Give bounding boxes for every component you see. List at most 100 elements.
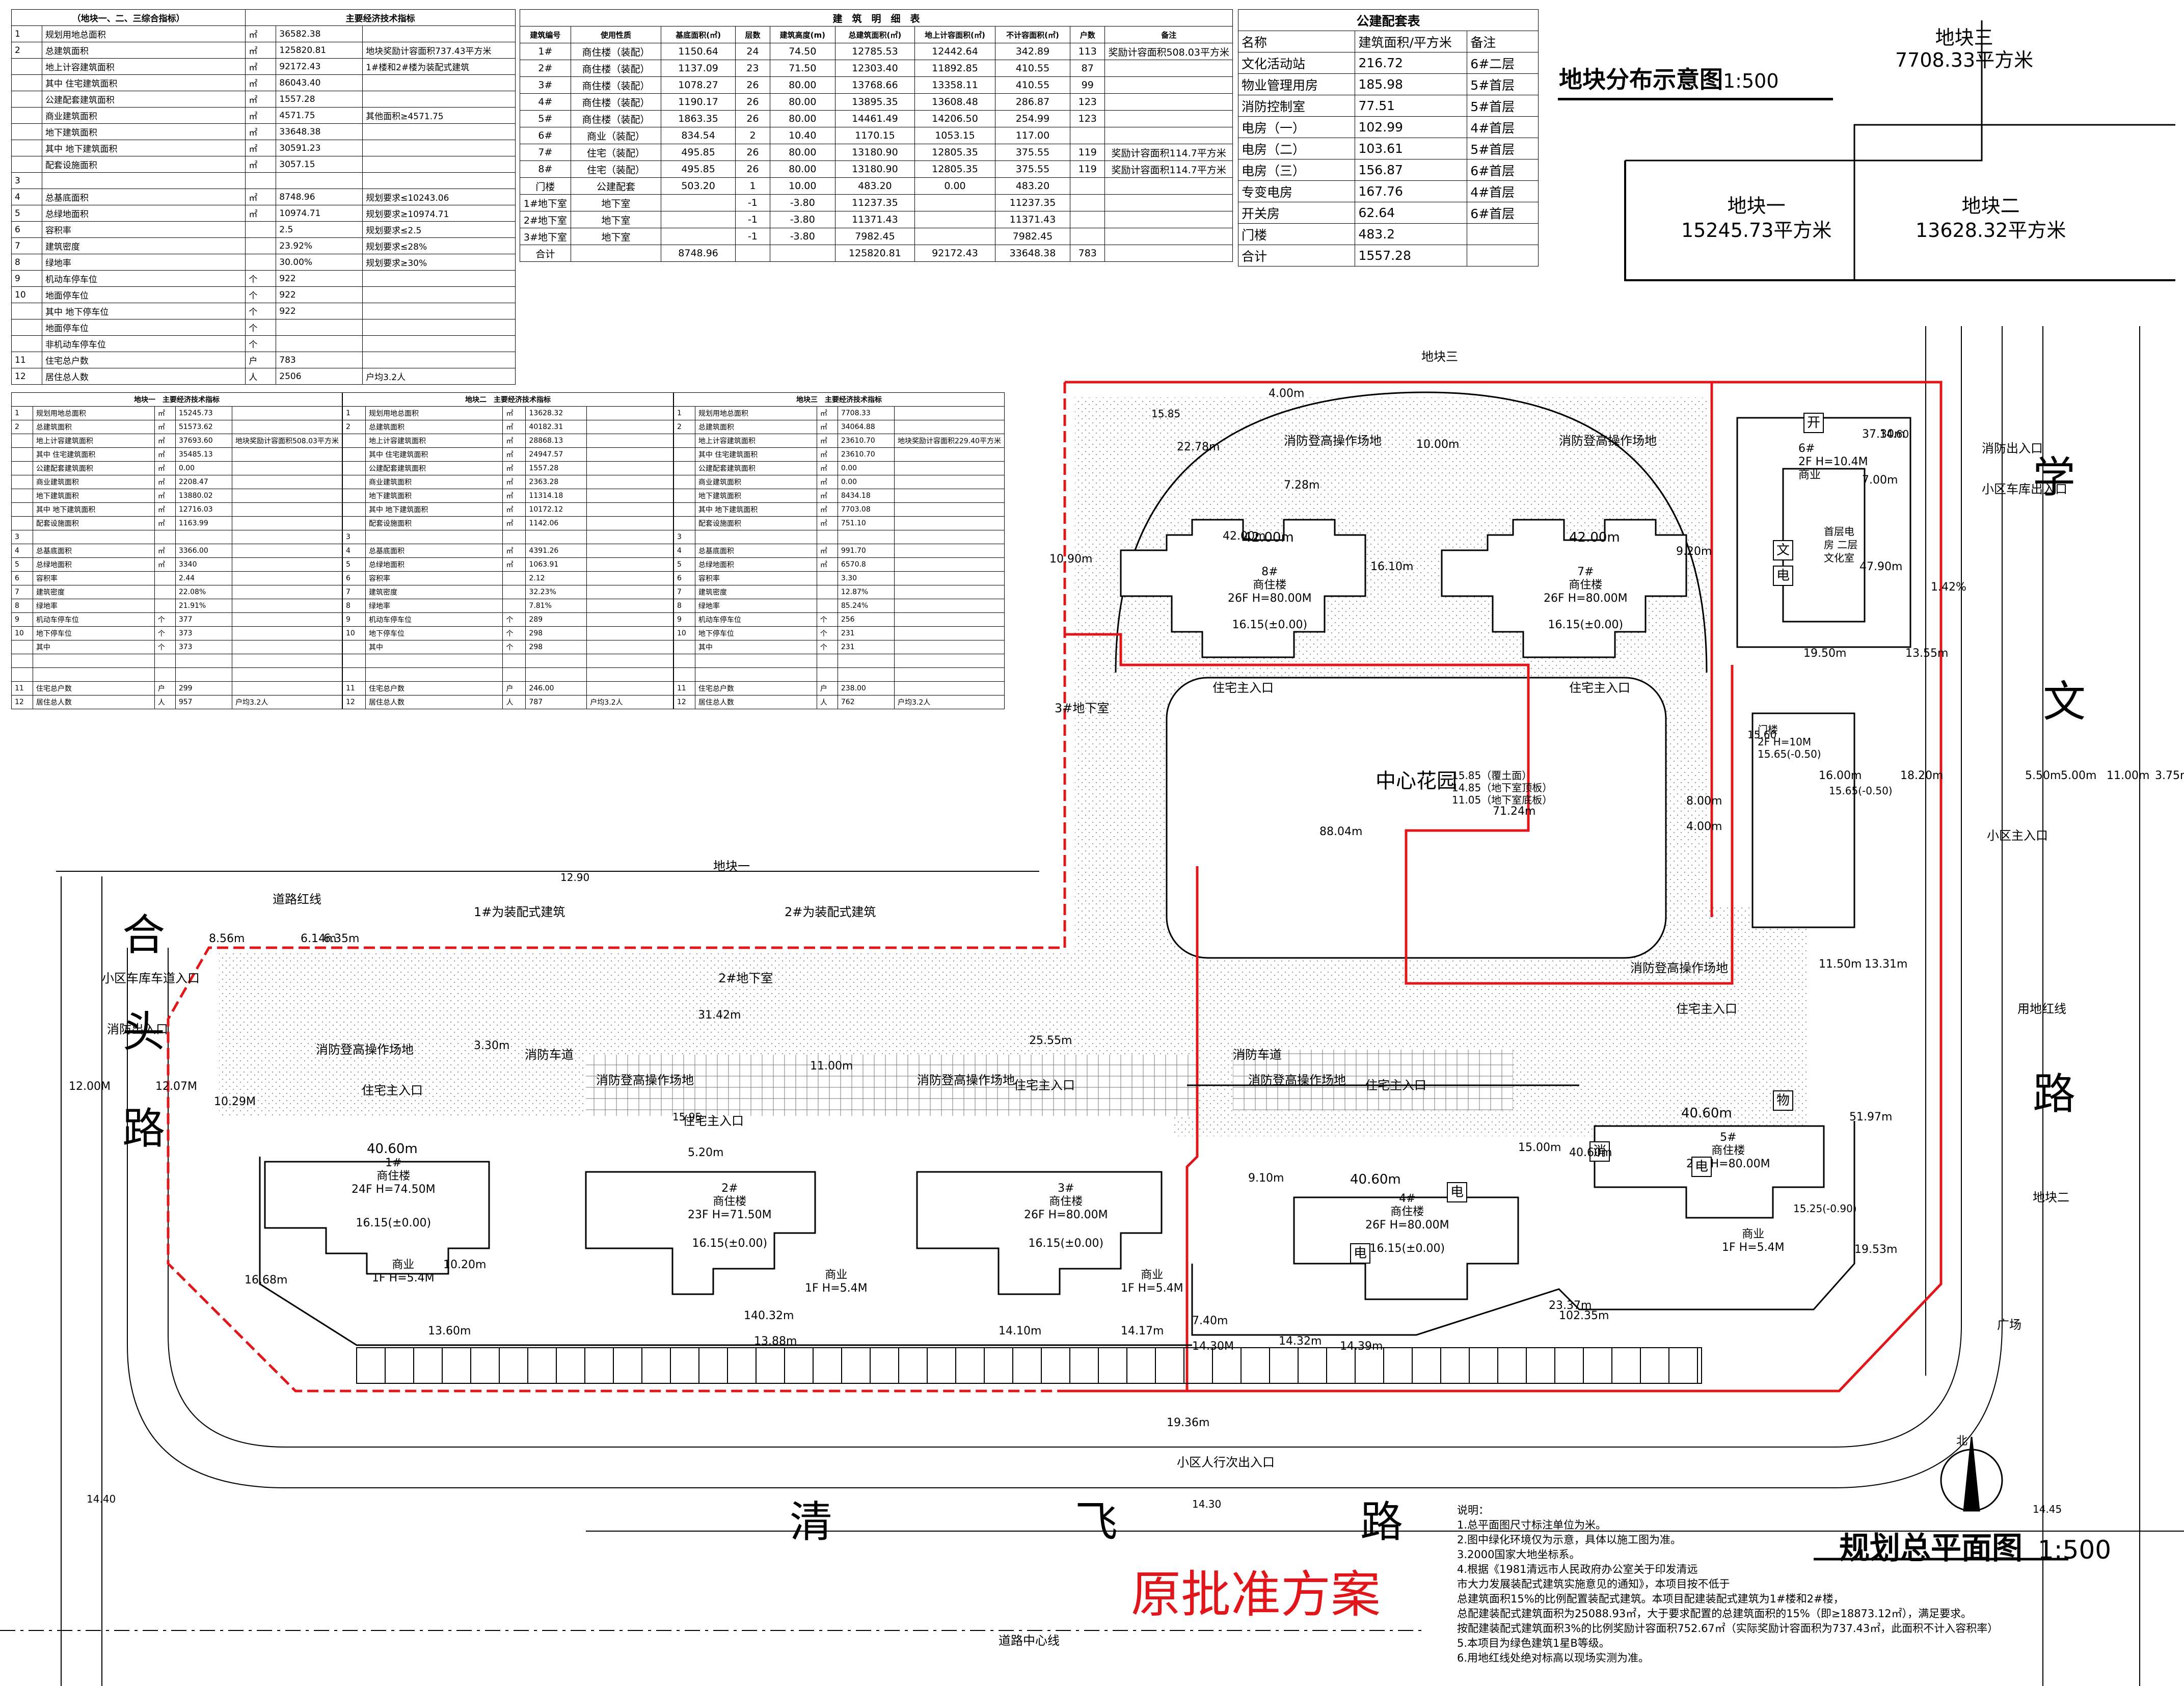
- table-cell: 80.00: [769, 110, 835, 127]
- table-cell: 123: [1070, 110, 1106, 127]
- wu-icon: 物: [1773, 1090, 1793, 1111]
- table-cell: 3: [673, 530, 695, 544]
- table-row: [342, 654, 673, 668]
- table-cell: 246.00: [525, 681, 587, 695]
- table-cell: [586, 612, 673, 627]
- elevation-label: 12.90: [560, 871, 590, 884]
- table-cell: 公建配套建筑面积: [365, 461, 503, 475]
- building-detail-table: 建 筑 明 细 表 建筑编号使用性质基底面积(㎡)层数建筑高度(m)总建筑面积(…: [520, 9, 1233, 262]
- table-cell: 30591.23: [276, 140, 363, 156]
- table-cell: 4: [673, 544, 695, 558]
- table-cell: 13880.02: [175, 489, 232, 503]
- table-cell: 12716.03: [175, 502, 232, 517]
- table-cell: 11: [11, 681, 33, 695]
- table-cell: ㎡: [245, 58, 277, 75]
- table-cell: [11, 640, 33, 654]
- building-table-title: 建 筑 明 细 表: [520, 9, 1233, 26]
- table-cell: 86043.40: [276, 74, 363, 91]
- table-cell: [276, 172, 363, 189]
- table-cell: 751.10: [837, 516, 895, 530]
- table-cell: [586, 406, 673, 420]
- table-cell: 26: [735, 160, 770, 178]
- road-lines: [0, 326, 2184, 1686]
- elevation-label: 14.30: [1192, 1498, 1222, 1510]
- table-cell: ㎡: [154, 420, 176, 434]
- elevation-label: 15.25(-0.90): [1793, 1202, 1857, 1215]
- table-cell: 4571.75: [276, 107, 363, 124]
- table-cell: 户: [245, 352, 277, 368]
- table-cell: 119: [1070, 144, 1106, 161]
- table-cell: 总绿地面积: [694, 557, 817, 572]
- table-cell: [837, 654, 895, 668]
- table-cell: [365, 530, 503, 544]
- dimension-label: 8.56m: [209, 932, 245, 945]
- table-cell: 10: [342, 626, 366, 640]
- elevation-label: 14.45: [2033, 1503, 2062, 1515]
- table-cell: 7982.45: [834, 228, 915, 245]
- dimension-label: 12.00M: [69, 1080, 111, 1093]
- dimension-label: 1.42%: [1931, 581, 1966, 594]
- table-cell: ㎡: [502, 475, 526, 489]
- table-cell: [894, 640, 1005, 654]
- gate-fire-left: 消防出入口: [107, 1022, 168, 1036]
- dimension-label: 18.20m: [1900, 769, 1944, 782]
- table-cell: 个: [245, 335, 277, 352]
- table-cell: ㎡: [154, 434, 176, 448]
- centerline-label: 道路中心线: [999, 1634, 1060, 1648]
- table-cell: 电房（一）: [1237, 116, 1356, 138]
- table-cell: 地下室: [570, 194, 662, 211]
- table-cell: 238.00: [837, 681, 895, 695]
- table-cell: [362, 156, 516, 173]
- table-cell: 户: [502, 681, 526, 695]
- table-cell: -3.80: [769, 228, 835, 245]
- sub-table-title: 地块二 主要经济技术指标: [342, 392, 673, 407]
- note-line: 5.本项目为绿色建筑1星B等级。: [1457, 1637, 1610, 1649]
- gate-pedestrian: 小区人行次出入口: [1177, 1455, 1275, 1469]
- table-cell: 奖励计容面积508.03平方米: [1104, 43, 1233, 60]
- table-row: 3: [673, 530, 1005, 544]
- dimension-label: 4.00m: [1686, 820, 1722, 833]
- dimension-label: 8.00m: [1686, 795, 1722, 808]
- tower-7-width: 42.00m: [1569, 530, 1620, 545]
- table-cell: 1557.28: [525, 461, 587, 475]
- table-cell: [586, 461, 673, 475]
- table-cell: 92172.43: [914, 245, 995, 262]
- table-cell: 人: [245, 368, 277, 385]
- table-cell: -1: [735, 194, 770, 211]
- table-cell: 286.87: [994, 93, 1071, 111]
- table-cell: [894, 516, 1005, 530]
- table-cell: [365, 654, 503, 668]
- table-cell: 6#二层: [1467, 52, 1539, 74]
- table-cell: 113: [1070, 43, 1106, 60]
- table-cell: [769, 245, 835, 262]
- table-cell: 11: [11, 352, 42, 368]
- table-cell: 8748.96: [276, 189, 363, 205]
- table-cell: ㎡: [502, 434, 526, 448]
- garden-elevations: 15.85（覆土面）14.85（地下室顶板）11.05（地下室底板）: [1452, 769, 1553, 806]
- table-cell: 户: [154, 681, 176, 695]
- table-cell: 户均3.2人: [586, 695, 673, 709]
- dimension-label: 11.00m: [2107, 769, 2150, 782]
- table-cell: ㎡: [502, 406, 526, 420]
- table-cell: 公建配套: [570, 177, 662, 195]
- table-cell: 0.00: [837, 461, 895, 475]
- table-cell: 其中 地下建筑面积: [32, 502, 155, 517]
- road-lu-right: 路: [2033, 1069, 2076, 1119]
- table-cell: [586, 571, 673, 585]
- table-header: 不计容面积(㎡): [994, 26, 1071, 43]
- table-cell: [914, 194, 995, 211]
- table-cell: 119: [1070, 160, 1106, 178]
- road-qing: 清: [790, 1497, 833, 1547]
- table-cell: [1104, 194, 1233, 211]
- table-cell: 922: [276, 303, 363, 319]
